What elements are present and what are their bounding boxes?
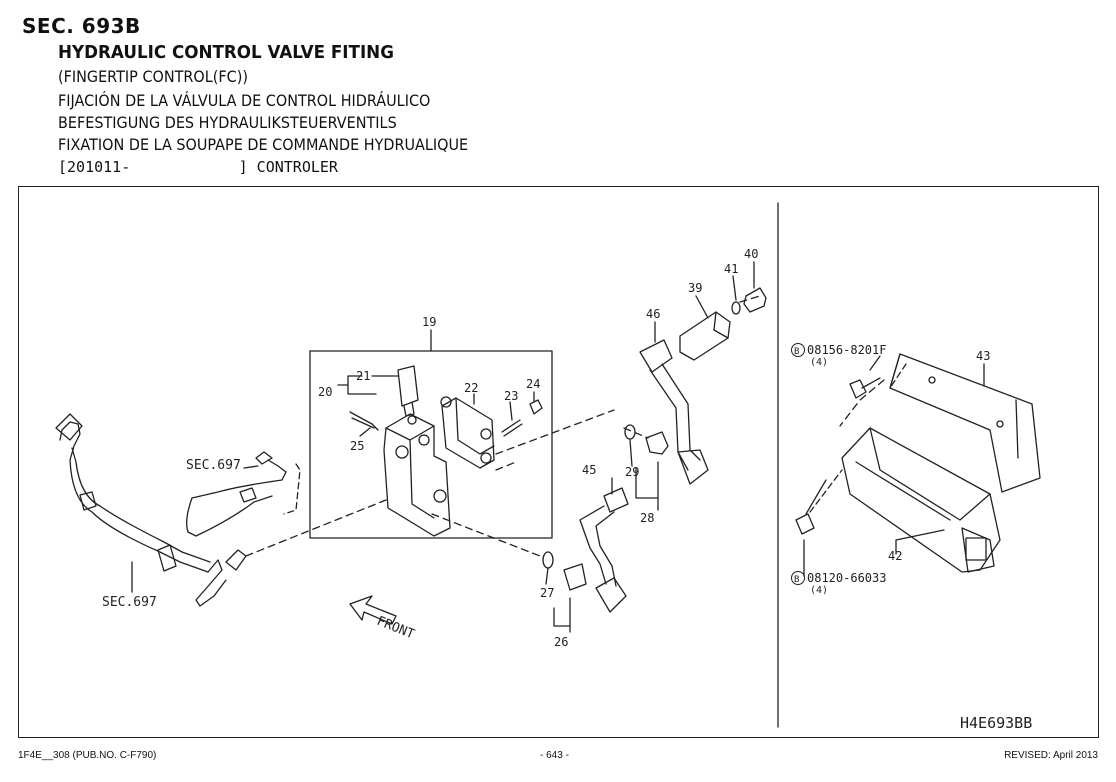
valve-assembly-box [309, 350, 553, 539]
part-label-45: 45 [582, 463, 596, 477]
bolt-code-upper: 08156-8201F [807, 343, 886, 357]
bolt-qty-upper: (4) [810, 357, 828, 368]
bolt-qty-lower: (4) [810, 585, 828, 596]
controller-42 [841, 427, 1001, 573]
connector-40 [743, 287, 767, 313]
bolt-upper [849, 377, 881, 399]
part-label-23: 23 [504, 389, 518, 403]
front-arrow [349, 595, 397, 625]
controller-bracket-43 [889, 353, 1041, 493]
bolt-23 [501, 419, 523, 437]
page-title: HYDRAULIC CONTROL VALVE FITING [58, 42, 394, 63]
title-french: FIXATION DE LA SOUPAPE DE COMMANDE HYDRU… [58, 135, 469, 154]
sec-ref-upper: SEC.697 [186, 458, 241, 473]
part-number-labels: 19 20 21 22 23 24 25 26 27 28 29 39 40 4… [318, 247, 990, 649]
part-label-43: 43 [976, 349, 990, 363]
part-label-25: 25 [350, 439, 364, 453]
title-german: BEFESTIGUNG DES HYDRAULIKSTEUERVENTILS [58, 113, 397, 132]
elbow-pipe-45 [579, 487, 629, 613]
routing-lines [245, 295, 885, 557]
part-label-27: 27 [540, 586, 554, 600]
bolt-marker-upper-circle [791, 343, 805, 357]
relief-valve [397, 365, 419, 417]
footer-publication: 1F4E__308 (PUB.NO. C-F790) [18, 750, 157, 761]
part-label-40: 40 [744, 247, 758, 261]
part-label-26: 26 [554, 635, 568, 649]
diagram-frame [18, 186, 1099, 738]
o-ring-27 [542, 551, 554, 569]
bolt-marker-lower-circle [791, 571, 805, 585]
sec-ref-lower: SEC.697 [102, 595, 157, 610]
part-label-20: 20 [318, 385, 332, 399]
serial-range-start: [201011- [58, 158, 131, 176]
adapter-block [440, 396, 495, 469]
bracket-28 [635, 461, 659, 511]
bracket-26 [553, 597, 571, 633]
part-label-28: 28 [640, 511, 654, 525]
part-label-24: 24 [526, 377, 540, 391]
connector-26 [563, 563, 587, 591]
nut-24 [529, 399, 543, 415]
drawing-code: H4E693BB [960, 714, 1032, 732]
part-label-21: 21 [356, 369, 370, 383]
elbow-pipe-46 [639, 339, 709, 485]
coupler-39 [679, 311, 731, 361]
bolt-code-lower: 08120-66033 [807, 571, 886, 585]
pressure-hose [55, 413, 247, 607]
bolt-lower [795, 479, 827, 535]
part-label-39: 39 [688, 281, 702, 295]
serial-range-end: ] CONTROLER [238, 158, 338, 176]
bolt-marker-lower: B [794, 575, 799, 585]
title-spanish: FIJACIÓN DE LA VÁLVULA DE CONTROL HIDRÁU… [58, 91, 431, 110]
o-ring-41 [731, 301, 741, 315]
serial-range: [201011- ] CONTROLER [58, 158, 338, 176]
valve-body [383, 413, 451, 537]
return-pipe [186, 451, 301, 537]
o-ring-29 [624, 424, 636, 440]
bolt-marker-upper: B [794, 347, 799, 357]
part-label-22: 22 [464, 381, 478, 395]
connector-28 [645, 431, 669, 455]
part-label-19: 19 [422, 315, 436, 329]
part-label-29: 29 [625, 465, 639, 479]
section-number: SEC. 693B [22, 14, 141, 38]
leader-lines [131, 261, 985, 593]
part-label-46: 46 [646, 307, 660, 321]
page-subtitle: (FINGERTIP CONTROL(FC)) [58, 67, 248, 86]
part-label-42: 42 [888, 549, 902, 563]
footer-page-number: - 643 - [540, 750, 569, 761]
stud-bolt [349, 411, 379, 431]
footer-revision: REVISED: April 2013 [1004, 750, 1098, 761]
part-label-41: 41 [724, 262, 738, 276]
